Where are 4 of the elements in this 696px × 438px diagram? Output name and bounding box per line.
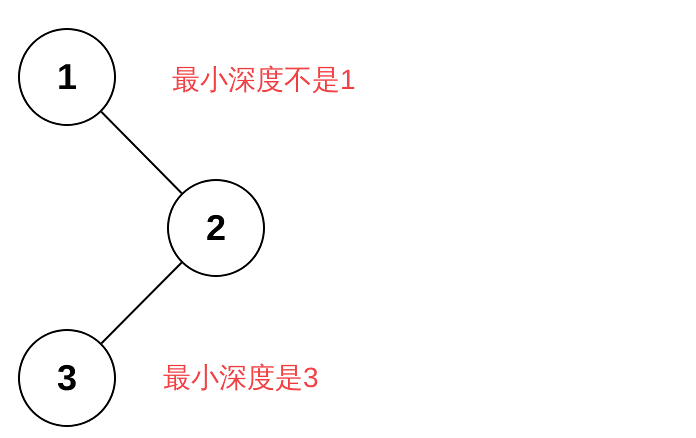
annotation-text: 最小深度是3 <box>163 361 319 395</box>
connector-line <box>100 111 182 194</box>
annotation-text: 最小深度不是1 <box>172 63 356 97</box>
connector-line <box>100 262 182 344</box>
